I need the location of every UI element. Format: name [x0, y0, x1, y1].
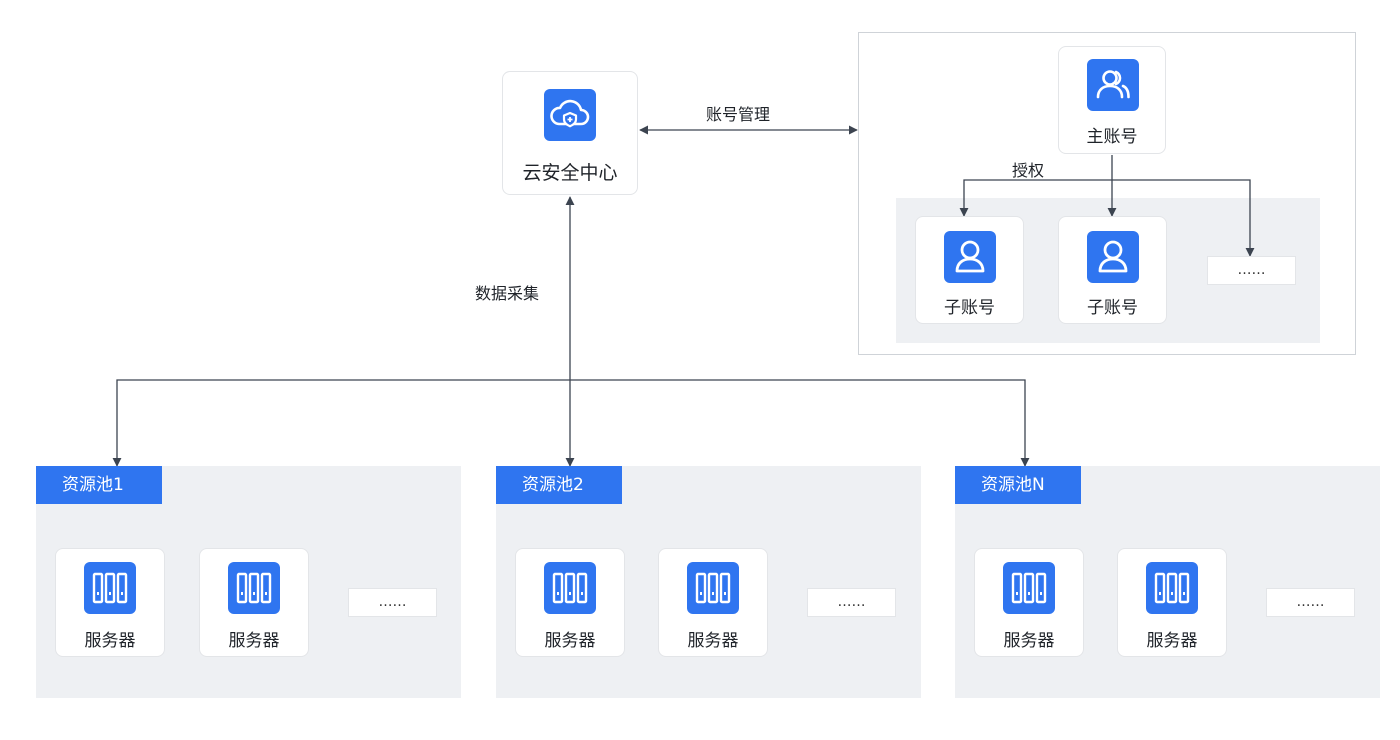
server-node[interactable]: 服务器	[515, 548, 625, 657]
server-node[interactable]: 服务器	[974, 548, 1084, 657]
server-label: 服务器	[544, 631, 596, 651]
users-icon	[1087, 59, 1139, 111]
main-account-label: 主账号	[1086, 127, 1138, 147]
sub-account-label: 子账号	[1087, 298, 1138, 318]
sub-account-label: 子账号	[944, 298, 995, 318]
server-node[interactable]: 服务器	[55, 548, 165, 657]
resource-pool-title[interactable]: 资源池1	[36, 466, 162, 504]
server-icon	[544, 562, 596, 614]
more-servers-placeholder: ……	[1266, 588, 1355, 617]
cloud-shield-icon	[544, 89, 596, 141]
sub-account-node[interactable]: 子账号	[915, 216, 1024, 324]
user-icon	[1087, 231, 1139, 283]
more-servers-placeholder: ……	[348, 588, 437, 617]
resource-pool-title[interactable]: 资源池2	[496, 466, 622, 504]
server-icon	[228, 562, 280, 614]
server-icon	[1003, 562, 1055, 614]
server-node[interactable]: 服务器	[199, 548, 309, 657]
pool-bus-connector	[112, 379, 1030, 467]
server-label: 服务器	[1146, 631, 1198, 651]
user-icon	[944, 231, 996, 283]
more-servers-placeholder: ……	[807, 588, 896, 617]
cloud-security-center-node[interactable]: 云安全中心	[502, 71, 638, 195]
authorize-label: 授权	[1012, 161, 1045, 180]
sub-account-node[interactable]: 子账号	[1058, 216, 1167, 324]
data-collection-label: 数据采集	[475, 284, 540, 303]
server-label: 服务器	[687, 631, 739, 651]
account-mgmt-label: 账号管理	[706, 105, 771, 124]
server-label: 服务器	[84, 631, 136, 651]
server-icon	[1146, 562, 1198, 614]
server-icon	[687, 562, 739, 614]
center-label: 云安全中心	[522, 162, 618, 184]
server-icon	[84, 562, 136, 614]
server-label: 服务器	[228, 631, 280, 651]
more-accounts-placeholder: ……	[1207, 256, 1296, 285]
server-node[interactable]: 服务器	[1117, 548, 1227, 657]
resource-pool-title[interactable]: 资源池N	[955, 466, 1081, 504]
main-account-node[interactable]: 主账号	[1058, 46, 1166, 154]
server-label: 服务器	[1003, 631, 1055, 651]
server-node[interactable]: 服务器	[658, 548, 768, 657]
